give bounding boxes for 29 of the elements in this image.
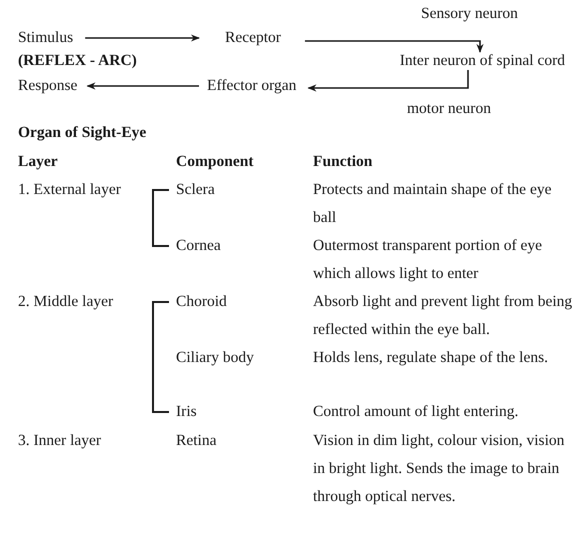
- column-header: Layer: [18, 152, 58, 172]
- component-name: Cornea: [176, 236, 221, 256]
- function-text: Control amount of light entering.: [313, 402, 520, 422]
- arrow: [85, 34, 200, 42]
- arrow: [86, 82, 199, 90]
- flow-step-label: Response: [18, 72, 78, 100]
- flow-step-label: Effector organ: [207, 72, 296, 100]
- layer-name: 3. Inner layer: [18, 431, 102, 451]
- heading: (REFLEX - ARC): [18, 51, 137, 71]
- column-header: Function: [313, 152, 372, 172]
- layer-name: 2. Middle layer: [18, 292, 114, 312]
- component-name: Sclera: [176, 180, 215, 200]
- function-text: Outermost transparent portion of eye which allows light to enter: [313, 236, 543, 284]
- arrow: [307, 70, 469, 92]
- layer-name: 1. External layer: [18, 180, 121, 200]
- function-text: Holds lens, regulate shape of the lens.: [313, 348, 550, 368]
- arrow: [304, 40, 484, 53]
- flow-step-label: Inter neuron of spinal cord: [400, 47, 565, 75]
- function-text: Vision in dim light, colour vision, vision in bright light. Sends the image to brain through optical nerves.: [313, 431, 566, 507]
- component-name: Iris: [176, 402, 197, 422]
- component-name: Choroid: [176, 292, 227, 312]
- column-header: Component: [176, 152, 254, 172]
- component-name: Retina: [176, 431, 216, 451]
- flow-step-label: Stimulus: [18, 24, 74, 52]
- flow-step-label: Receptor: [225, 24, 281, 52]
- component-name: Ciliary body: [176, 348, 254, 368]
- function-text: Protects and maintain shape of the eye ball: [313, 180, 552, 228]
- function-text: Absorb light and prevent light from being reflected within the eye ball.: [313, 292, 574, 340]
- heading: Organ of Sight-Eye: [18, 123, 146, 143]
